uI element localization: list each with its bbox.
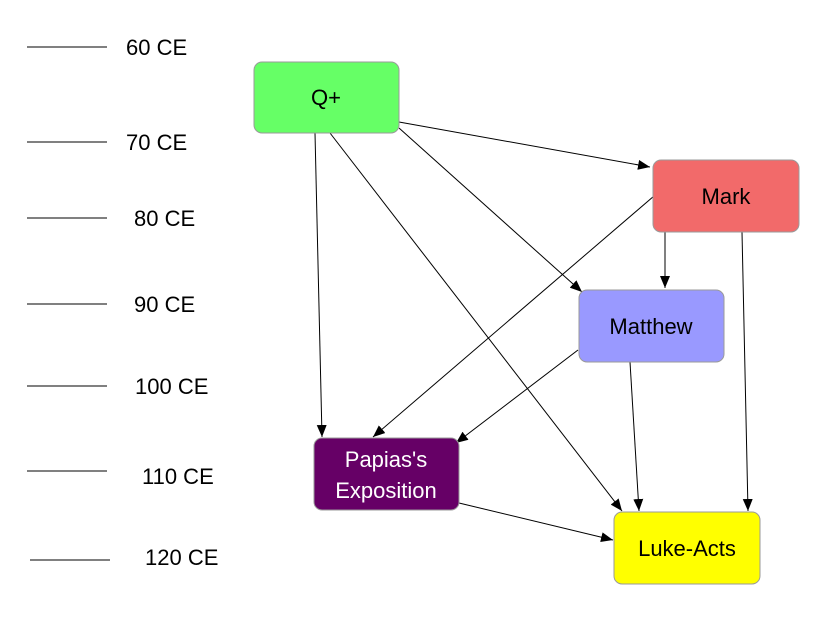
timeline-label-70: 70 CE [126,130,187,155]
edge-papias-to-luke-acts [458,502,614,543]
edges [314,121,753,543]
node-papias-exposition: Papias's Exposition [313,437,460,511]
node-matthew: Matthew [578,289,725,363]
edge-mark-to-papias [372,195,655,438]
timeline-label-120: 120 CE [145,545,218,570]
node-q-plus: Q+ [253,61,400,134]
node-q-plus-box [253,61,400,134]
timeline-label-60: 60 CE [126,35,187,60]
edge-matthew-to-papias [455,349,579,444]
edge-qplus-to-papias [314,132,327,438]
timeline-label-90: 90 CE [134,292,195,317]
timeline-label-100: 100 CE [135,374,208,399]
node-matthew-label: Matthew [609,314,692,339]
node-luke-acts-box [613,511,761,585]
node-mark-label: Mark [702,184,752,209]
node-mark-box [652,159,800,233]
edge-qplus-to-luke-acts [329,132,623,512]
node-papias-exposition-box [313,437,460,511]
edge-mark-to-luke-acts [741,231,753,512]
node-papias-exposition-label-line2: Exposition [335,478,437,503]
timeline-label-80: 80 CE [134,206,195,231]
node-q-plus-label: Q+ [311,85,341,110]
timeline-label-110: 110 CE [142,464,214,489]
node-papias-exposition-label-line1: Papias's [345,447,427,472]
node-mark: Mark [652,159,800,233]
node-matthew-box [578,289,725,363]
edge-matthew-to-luke-acts [629,361,644,512]
timeline: 60 CE 70 CE 80 CE 90 CE 100 CE 110 CE 12… [27,35,218,570]
node-luke-acts-label: Luke-Acts [638,536,736,561]
edge-qplus-to-matthew [398,127,583,293]
node-luke-acts: Luke-Acts [613,511,761,585]
edge-qplus-to-mark [398,121,651,170]
